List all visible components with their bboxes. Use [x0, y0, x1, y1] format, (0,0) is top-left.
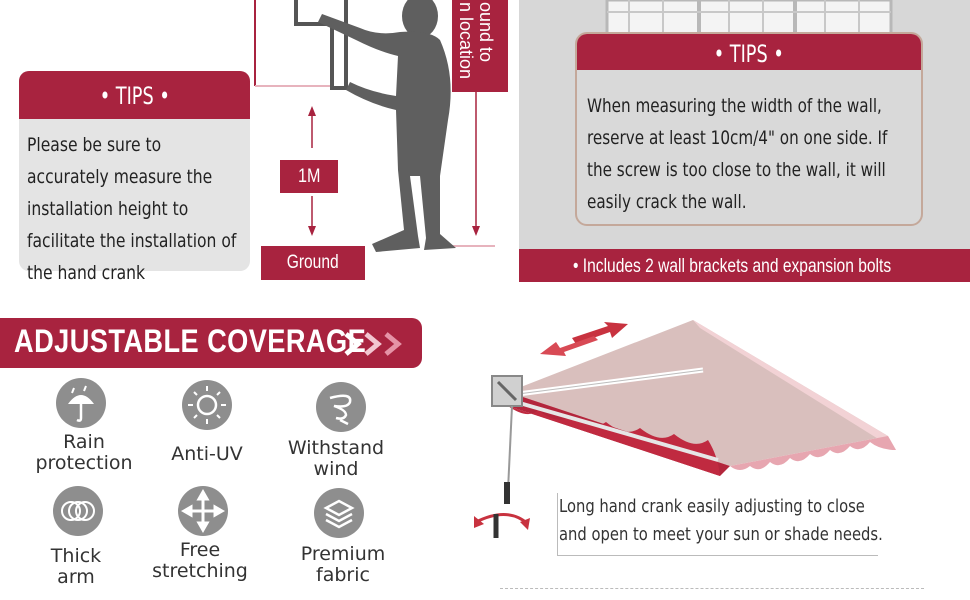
- person-silhouette: [318, 0, 456, 252]
- free-stretch-arrows-icon: [178, 486, 228, 536]
- slide-arrows-icon: [540, 322, 628, 356]
- adjustable-coverage-banner: ADJUSTABLE COVERAGE: [0, 318, 422, 368]
- vertical-label-line-1: ound to: [476, 2, 496, 63]
- crank-caption-line-1: Long hand crank easily adjusting to clos…: [559, 496, 865, 517]
- crank-caption-line-2: and open to meet your sun or shade needs…: [559, 524, 883, 545]
- fabric-layers-icon: [314, 488, 364, 538]
- left-tips-heading: • TIPS •: [19, 71, 250, 119]
- thick-arm-icon: [53, 486, 103, 536]
- height-label: 1M: [280, 160, 338, 193]
- crank-rotate-icon: [475, 513, 530, 526]
- left-tips-card: • TIPS • Please be sure to accurately me…: [19, 71, 250, 284]
- right-tips-body: When measuring the width of the wall, re…: [587, 95, 888, 213]
- right-tips-card: • TIPS • When measuring the width of the…: [575, 32, 923, 226]
- coverage-title: ADJUSTABLE COVERAGE: [14, 323, 367, 359]
- awning-illustration: [474, 320, 896, 538]
- right-tips-heading: • TIPS •: [577, 34, 921, 70]
- wind-swirl-icon: [316, 382, 366, 432]
- umbrella-rain-icon: [56, 378, 106, 428]
- feature-label-anti-uv: Anti-UV: [171, 443, 243, 465]
- ground-label: Ground: [261, 246, 365, 280]
- height-diagram-panel: • TIPS • Please be sure to accurately me…: [0, 0, 510, 288]
- bottom-divider: [500, 588, 924, 589]
- height-diagram-illustration: [254, 0, 495, 252]
- includes-bar: • Includes 2 wall brackets and expansion…: [519, 249, 970, 282]
- wall-bracket-outline: [294, 0, 348, 90]
- sun-icon: [182, 380, 232, 430]
- crank-caption-box: Long hand crank easily adjusting to clos…: [557, 493, 883, 556]
- wall-width-panel: • TIPS • When measuring the width of the…: [519, 0, 970, 282]
- vertical-label-line-2: n location: [456, 2, 476, 80]
- chevrons-right-icon: [344, 332, 402, 356]
- left-tips-body: Please be sure to accurately measure the…: [27, 134, 237, 284]
- vertical-location-label: ound to n location: [452, 0, 508, 92]
